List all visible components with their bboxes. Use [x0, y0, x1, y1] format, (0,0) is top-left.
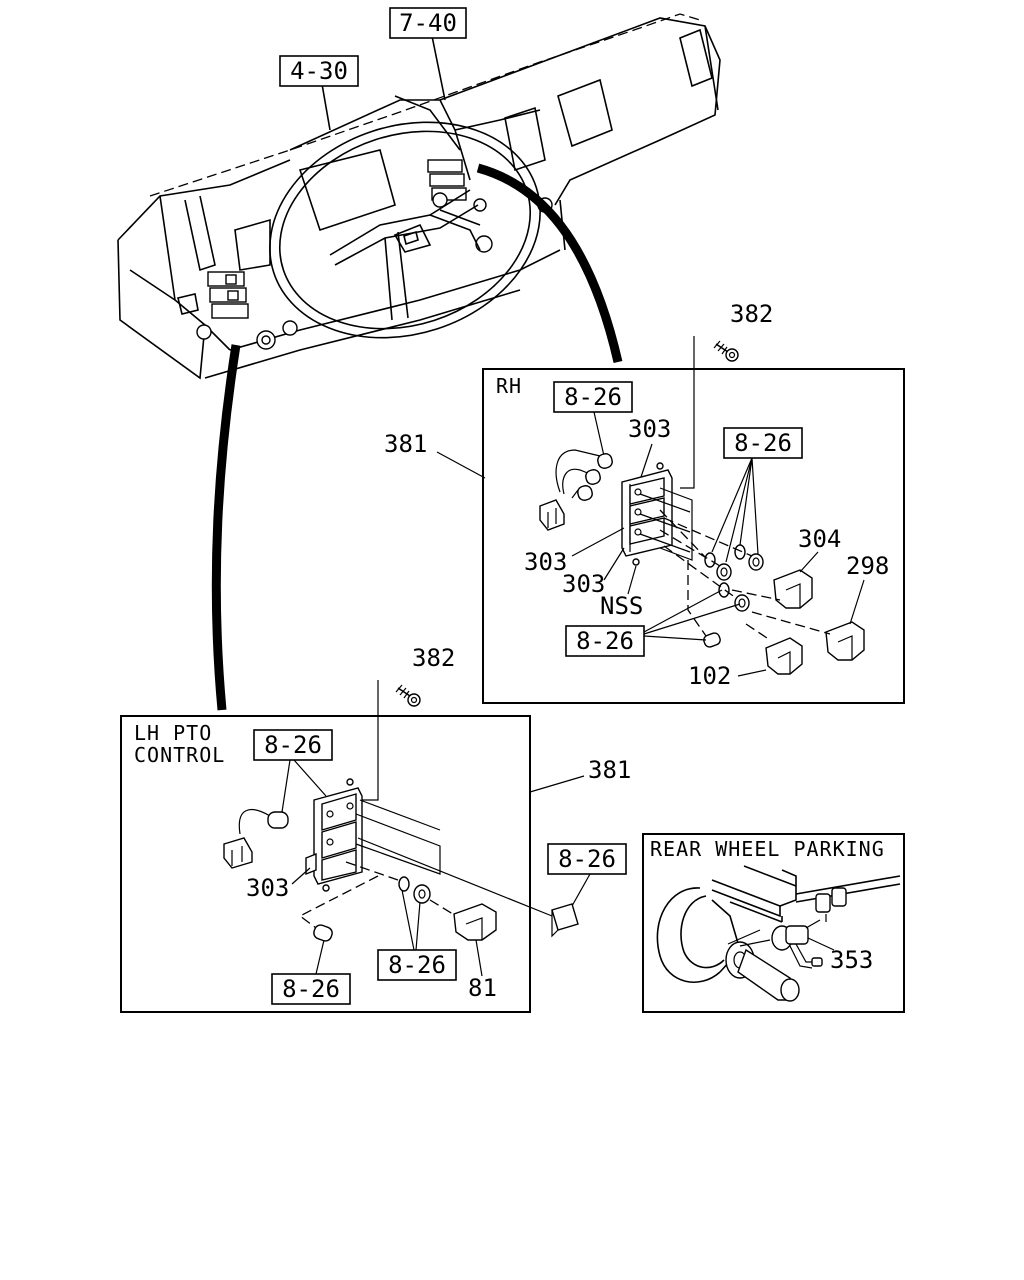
callout-line-rh	[476, 163, 623, 364]
ref-label-8-26-lh-b: 8-26	[388, 951, 446, 979]
knob-102	[765, 637, 803, 675]
part-number-303-rh-b: 303	[562, 570, 605, 598]
ref-label-8-26-lh-a: 8-26	[264, 731, 322, 759]
part-number-353: 353	[830, 946, 873, 974]
part-number-381-lh: 381	[588, 756, 631, 784]
knob-304	[773, 569, 813, 609]
wiring-bulb-assembly-lh	[223, 808, 289, 869]
rear-wheel-parking-panel: REAR WHEEL PARKING	[642, 833, 905, 1013]
air-pipe	[795, 875, 901, 922]
ref-box-8-26-lh-b: 8-26	[377, 949, 457, 981]
small-bracket-part	[551, 903, 579, 938]
part-number-303-rh-a: 303	[524, 548, 567, 576]
part-number-81: 81	[468, 974, 497, 1002]
ref-label-4-30: 4-30	[290, 57, 348, 85]
ref-label-8-26-rh-c: 8-26	[576, 627, 634, 655]
ref-box-8-26-rh-c: 8-26	[565, 625, 645, 657]
ref-label-8-26-mid: 8-26	[558, 845, 616, 873]
ref-label-8-26-rh-a: 8-26	[564, 383, 622, 411]
knob-298	[825, 621, 865, 661]
ref-box-8-26-mid: 8-26	[547, 843, 627, 875]
frame-rail	[711, 865, 797, 923]
part-number-304: 304	[798, 525, 841, 553]
part-number-381-rh: 381	[384, 430, 427, 458]
ref-label-8-26-lh-c: 8-26	[282, 975, 340, 1003]
rh-panel-title: RH	[496, 374, 522, 398]
switch-bracket-rh	[621, 462, 693, 566]
rear-panel-title: REAR WHEEL PARKING	[650, 837, 885, 861]
lh-pto-panel: LH PTO CONTROL 382 381 8-26	[120, 644, 631, 1013]
parking-switch-353	[771, 919, 823, 969]
washers-nuts-rh	[659, 509, 764, 612]
ref-label-8-26-rh-b: 8-26	[734, 429, 792, 457]
ref-box-4-30: 4-30	[279, 55, 359, 87]
part-number-303-lh: 303	[246, 874, 289, 902]
dashboard-assembly	[117, 13, 721, 380]
ref-box-8-26-lh-c: 8-26	[271, 973, 351, 1005]
wiring-bulb-assembly-rh	[539, 449, 613, 531]
part-number-382-rh: 382	[730, 300, 773, 328]
part-number-382-lh: 382	[412, 644, 455, 672]
brake-drum	[656, 887, 800, 1002]
callout-line-lh	[211, 344, 241, 711]
rh-panel: RH 382 381 8-26	[384, 300, 905, 704]
part-number-102: 102	[688, 662, 731, 690]
ref-box-8-26-lh-a: 8-26	[253, 729, 333, 761]
part-number-303-rh-top: 303	[628, 415, 671, 443]
screw-382-lh	[395, 684, 421, 707]
lh-panel-title-line2: CONTROL	[134, 743, 225, 767]
lh-panel-title-line1: LH PTO	[134, 721, 212, 745]
ref-box-7-40: 7-40	[389, 7, 467, 39]
part-number-nss-rh: NSS	[600, 592, 643, 620]
switch-bracket-lh	[305, 778, 441, 892]
washers-nuts-lh	[345, 861, 457, 917]
part-number-298: 298	[846, 552, 889, 580]
ref-box-8-26-rh-b: 8-26	[723, 427, 803, 459]
knob-81	[453, 903, 497, 941]
ref-box-8-26-rh-a: 8-26	[553, 381, 633, 413]
screw-382-rh	[713, 340, 739, 362]
ref-label-7-40: 7-40	[399, 9, 457, 37]
